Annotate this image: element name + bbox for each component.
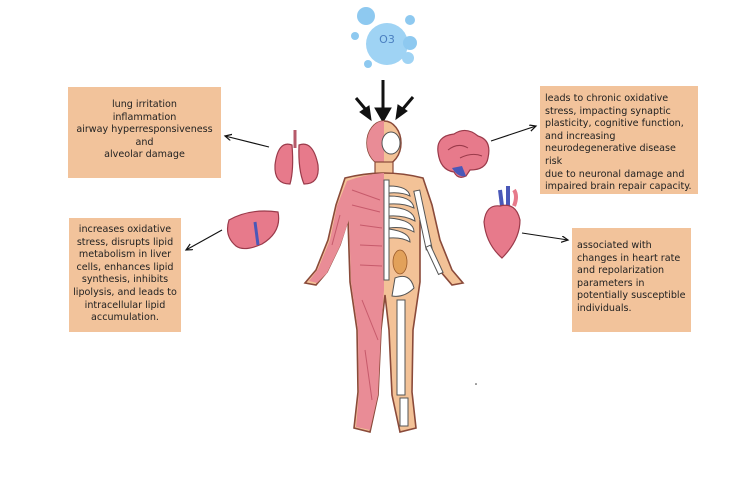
brain-effect-line: impaired brain repair capacity. bbox=[545, 181, 692, 193]
liver-effect-line: cells, enhances lipid bbox=[76, 261, 174, 273]
lung-effect-line: lung irritation bbox=[111, 99, 178, 110]
lungs-icon bbox=[274, 130, 319, 185]
lung-effect-line: alveolar damage bbox=[104, 149, 185, 161]
human-anatomy-figure bbox=[303, 120, 465, 433]
liver-effect-line: stress, disrupts lipid bbox=[76, 236, 174, 248]
brain-icon bbox=[437, 129, 490, 178]
arrow-lungs-to-box bbox=[225, 136, 270, 148]
heart-effect-line: potentially susceptible bbox=[577, 290, 686, 302]
liver-effect-line: intracellular lipid bbox=[84, 299, 166, 311]
lung-effects-box: lung irritation inflammation airway hype… bbox=[68, 87, 221, 178]
liver-icon bbox=[226, 210, 280, 250]
liver-effect-line: synthesis, inhibits bbox=[81, 274, 169, 286]
arrow-heart-to-box bbox=[521, 232, 568, 240]
heart-effect-line: individuals. bbox=[577, 302, 632, 314]
heart-effect-line: and repolarization bbox=[577, 265, 665, 277]
brain-effect-line: stress, impacting synaptic bbox=[545, 105, 671, 117]
arrow-brain-to-box bbox=[490, 126, 536, 142]
lung-effect-line: and bbox=[135, 136, 154, 148]
brain-effect-line: and increasing bbox=[545, 130, 616, 142]
liver-effect-line: metabolism in liver bbox=[78, 249, 172, 261]
heart-effects-box: associated with changes in heart rate an… bbox=[572, 228, 691, 332]
brain-effect-line: leads to chronic oxidative bbox=[545, 93, 669, 104]
liver-effect-line: accumulation. bbox=[91, 312, 159, 324]
lung-effect-line: inflammation bbox=[112, 111, 177, 123]
ozone-label: O3 bbox=[379, 33, 395, 46]
ozone-exposure-arrows bbox=[354, 80, 415, 124]
heart-icon bbox=[483, 186, 521, 259]
lung-effect-line: airway hyperresponsiveness bbox=[76, 124, 213, 136]
brain-effects-box: leads to chronic oxidative stress, impac… bbox=[540, 86, 698, 194]
liver-effect-line: increases oxidative bbox=[78, 224, 172, 235]
arrow-liver-to-box bbox=[186, 229, 223, 250]
liver-effects-box: increases oxidative stress, disrupts lip… bbox=[69, 218, 181, 332]
heart-effect-line: parameters in bbox=[577, 277, 645, 289]
brain-effect-line: due to neuronal damage and bbox=[545, 168, 685, 180]
heart-effect-line: changes in heart rate bbox=[577, 252, 681, 264]
ozone-molecule-icon bbox=[351, 7, 417, 68]
liver-effect-line: lipolysis, and leads to bbox=[73, 286, 177, 298]
connector-arrows bbox=[186, 126, 568, 250]
brain-effect-line: plasticity, cognitive function, bbox=[545, 118, 684, 130]
heart-effect-line: associated with bbox=[577, 240, 652, 251]
brain-effect-line: neurodegenerative disease risk bbox=[545, 143, 676, 167]
